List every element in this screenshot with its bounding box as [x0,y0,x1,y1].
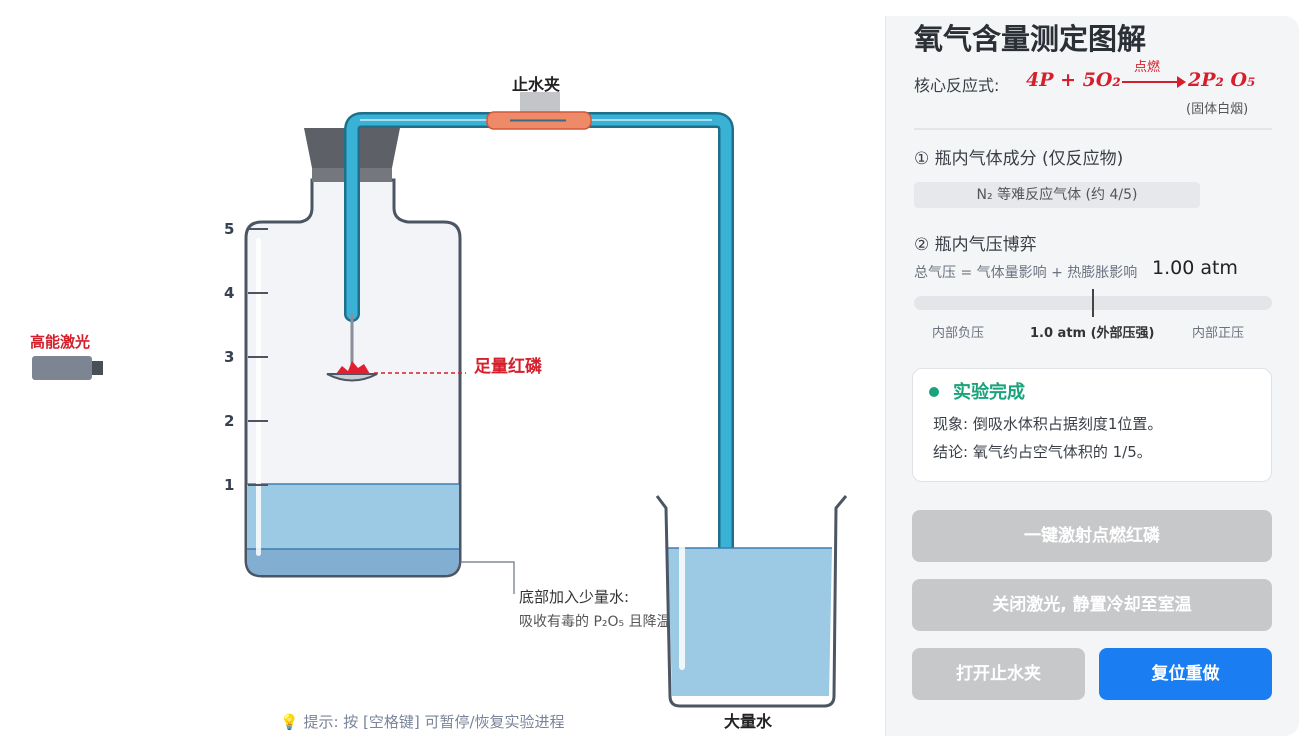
pressure-gauge-needle [1092,289,1094,317]
reset-button[interactable]: 复位重做 [1099,648,1272,700]
clamp-label: 止水夹 [512,75,560,94]
bottom-note-line1: 底部加入少量水: [519,588,629,606]
equation-reactants: 4P + 5O₂ [1026,69,1121,91]
result-phenomenon: 现象: 倒吸水体积占据刻度1位置。 [933,415,1163,433]
reaction-equation: 核心反应式: 4P + 5O₂ 点燃 2P₂ O₅ (固体白烟) [914,60,1284,117]
gauge-tick-positive: 内部正压 [1192,326,1245,341]
red-phosphorus [336,361,370,374]
laser-device [32,356,103,380]
beaker-label: 大量水 [724,712,773,731]
status-dot-icon [929,387,939,397]
bottom-note-line2: 吸收有毒的 P₂O₅ 且降温 [519,614,671,630]
pressure-formula: 总气压 = 气体量影响 + 热膨胀影响 [914,265,1138,281]
scale-mark-4: 4 [224,284,234,302]
volume-scale: 5 4 3 2 1 [224,220,268,494]
equation-condition: 点燃 [1134,60,1161,75]
ignite-button[interactable]: 一键激射点燃红磷 [912,510,1272,562]
scale-mark-2: 2 [224,412,234,430]
scale-mark-5: 5 [224,220,234,238]
cool-button[interactable]: 关闭激光, 静置冷却至室温 [912,579,1272,631]
result-card: 实验完成 现象: 倒吸水体积占据刻度1位置。 结论: 氧气约占空气体积的 1/5… [912,368,1272,482]
section-pressure-heading: ② 瓶内气压博弈 [914,235,1037,255]
scale-mark-1: 1 [224,476,234,494]
experiment-diagram: 高能激光 5 4 3 2 1 止水 [30,75,848,731]
reaction-arrow-icon [1122,76,1186,88]
water-clamp[interactable] [486,92,592,130]
equation-label: 核心反应式: [914,76,1000,95]
beaker-water [668,548,832,696]
hint-text: 💡 提示: 按 [空格键] 可暂停/恢复实验进程 [280,713,565,731]
pressure-value: 1.00 atm [1152,257,1238,279]
divider [914,128,1272,130]
bottle-bottom-water [247,549,459,575]
control-panel: 氧气含量测定图解 核心反应式: 4P + 5O₂ 点燃 2P₂ O₅ (固体白烟… [885,16,1299,736]
combustion-spoon [326,314,378,382]
gauge-tick-negative: 内部负压 [932,326,985,341]
section-gas-heading: ① 瓶内气体成分 (仅反应物) [914,149,1124,169]
panel-title: 氧气含量测定图解 [914,22,1147,56]
equation-note: (固体白烟) [1186,102,1249,117]
scale-mark-3: 3 [224,348,234,366]
open-clamp-button[interactable]: 打开止水夹 [912,648,1085,700]
laser-label: 高能激光 [30,333,90,351]
gas-composition-chip: N₂ 等难反应气体 (约 4/5) [914,182,1200,208]
water-beaker [655,495,848,708]
equation-products: 2P₂ O₅ [1188,69,1256,91]
gauge-tick-external: 1.0 atm (外部压强) [1030,326,1155,341]
phosphorus-label: 足量红磷 [474,356,543,377]
result-title: 实验完成 [953,382,1025,403]
result-conclusion: 结论: 氧气约占空气体积的 1/5。 [933,443,1152,461]
